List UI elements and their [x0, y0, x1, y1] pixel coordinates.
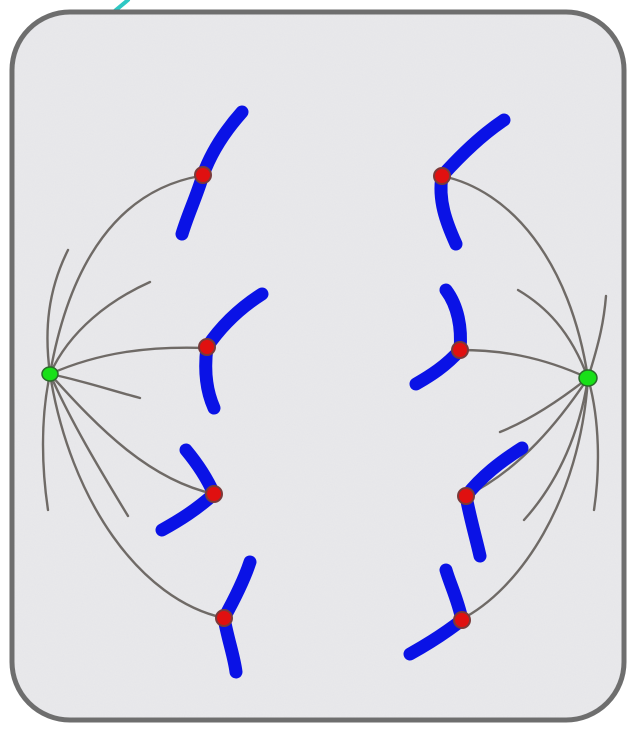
spindle-fiber — [516, 288, 590, 380]
spindle-fiber — [48, 372, 130, 518]
spindle-fiber — [586, 376, 600, 512]
centromere — [205, 485, 223, 503]
spindle-fiber — [48, 372, 226, 620]
centrosome-right — [578, 369, 598, 387]
centrosome-left — [41, 366, 59, 382]
centromere — [457, 487, 475, 505]
centromeres — [194, 166, 475, 629]
centromere — [433, 167, 451, 185]
paper-texture — [14, 14, 622, 718]
spindle-fiber — [46, 248, 70, 376]
spindle-fiber — [458, 348, 590, 380]
spindle-fiber — [498, 376, 590, 434]
centromere — [215, 609, 233, 627]
spindle-fiber — [458, 376, 590, 622]
spindle-fiber — [522, 376, 590, 522]
spindle-fiber — [440, 174, 590, 380]
spindle-fiber — [48, 372, 142, 400]
centromere — [451, 341, 469, 359]
spindle-fiber — [48, 174, 202, 376]
centromere — [194, 166, 212, 184]
spindle-fiber — [41, 372, 52, 512]
centrosomes — [41, 366, 598, 387]
centromere — [198, 338, 216, 356]
spindle-fibers — [41, 174, 608, 622]
spindle-fiber — [48, 372, 216, 496]
spindle-fiber — [464, 376, 590, 498]
centromere — [453, 611, 471, 629]
spindle-fiber — [48, 346, 208, 376]
spindle-fiber — [586, 294, 608, 380]
spindle-fiber — [48, 280, 152, 376]
